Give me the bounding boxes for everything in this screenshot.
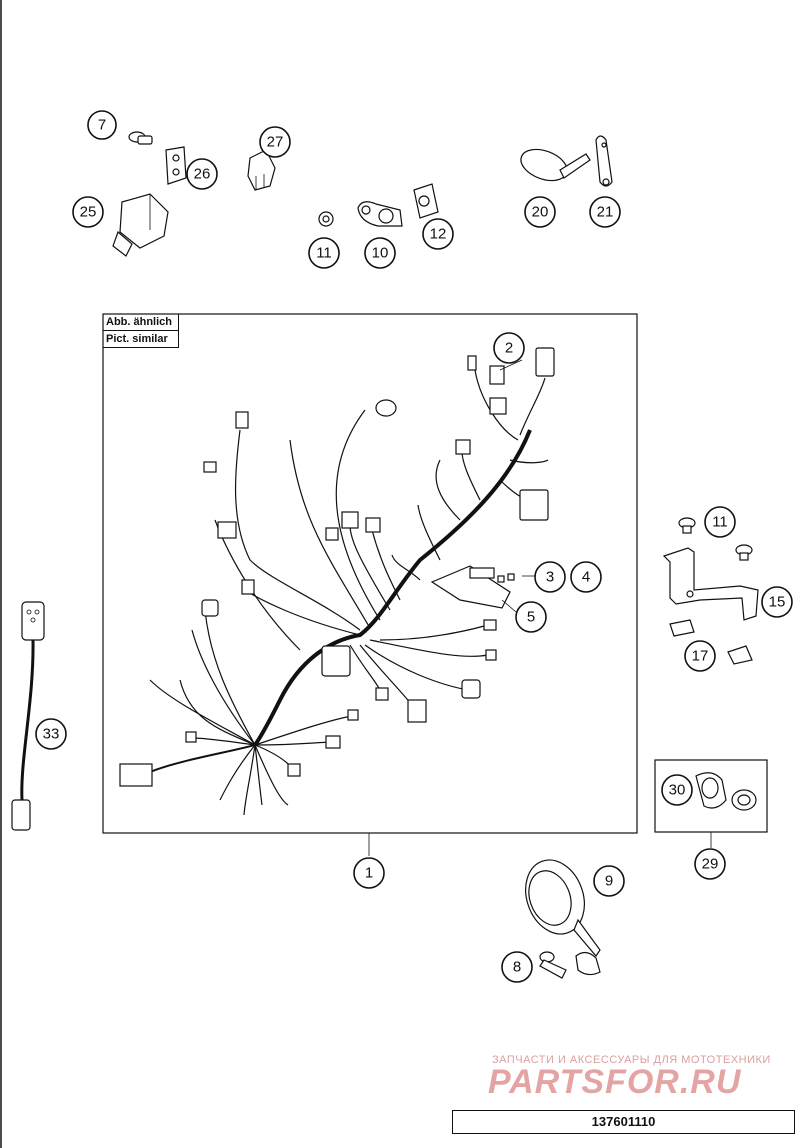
watermark-subtitle: ЗАПЧАСТИ И АКСЕССУАРЫ ДЛЯ МОТОТЕХНИКИ <box>492 1054 771 1066</box>
part-number-box: 137601110 <box>452 1110 795 1134</box>
connector-bottom-left-plug <box>119 763 153 787</box>
callout-8: 8 <box>501 951 533 983</box>
part-33-cable <box>11 601 45 831</box>
callout-11-right-label: 11 <box>712 514 728 531</box>
callout-25-label: 25 <box>80 204 97 221</box>
part-7-screw <box>128 131 153 145</box>
callout-12: 12 <box>422 218 454 250</box>
connector-bottom-mid <box>325 735 341 749</box>
callout-29: 29 <box>694 848 726 880</box>
connector-round <box>375 399 397 417</box>
callout-11-top-label: 11 <box>316 245 332 262</box>
connector-mid <box>455 439 471 455</box>
callout-11-right: 11 <box>704 506 736 538</box>
callout-3-label: 3 <box>546 569 554 586</box>
similar-picture-note: Abb. ähnlich Pict. similar <box>103 314 179 348</box>
connector-small-top <box>467 355 477 371</box>
note-line-german: Abb. ähnlich <box>103 314 179 331</box>
callout-8-label: 8 <box>513 959 521 976</box>
note-line-english: Pict. similar <box>103 331 179 348</box>
callout-7: 7 <box>87 110 117 140</box>
connector-upper-left <box>235 411 249 429</box>
part-25-switch <box>112 193 169 257</box>
watermark-logo: PARTSFOR.RU <box>488 1063 742 1101</box>
callout-30-label: 30 <box>669 782 686 799</box>
connector-top <box>489 365 505 385</box>
callout-26: 26 <box>186 158 218 190</box>
connector-bottom-2 <box>375 687 389 701</box>
wiring-harness <box>119 347 555 856</box>
connector-left-2 <box>241 579 255 595</box>
callout-30: 30 <box>661 774 693 806</box>
part-15-bracket <box>662 517 759 665</box>
callout-17-label: 17 <box>692 648 709 665</box>
callout-4: 4 <box>570 561 602 593</box>
connector-right-block <box>519 489 549 521</box>
part-10-clamp <box>357 201 403 227</box>
callout-3: 3 <box>534 561 566 593</box>
connector-right-2 <box>485 649 497 661</box>
connector-bottom-mid-2 <box>287 763 301 777</box>
callout-17: 17 <box>684 640 716 672</box>
part-9-horn <box>525 859 601 976</box>
callout-29-label: 29 <box>702 856 719 873</box>
part-11-nut <box>318 211 334 227</box>
fuse-box <box>430 565 511 609</box>
callout-5: 5 <box>515 601 547 633</box>
fuse-4 <box>507 573 515 581</box>
fuse-3 <box>497 575 505 583</box>
callout-33-label: 33 <box>43 726 60 743</box>
part-20-cable-tie <box>520 148 591 182</box>
connector-top-2 <box>489 397 507 415</box>
callout-20-label: 20 <box>532 204 549 221</box>
callout-2: 2 <box>493 332 525 364</box>
connector-center-1 <box>341 511 359 529</box>
callout-21-label: 21 <box>597 204 614 221</box>
connector-bottom-right <box>461 679 481 699</box>
connector-bottom-mid-3 <box>347 709 359 721</box>
callout-12-label: 12 <box>430 226 447 243</box>
callout-15: 15 <box>761 586 793 618</box>
connector-center-block <box>321 645 351 677</box>
fuse-holder <box>469 567 495 579</box>
connector-center-2 <box>365 517 381 533</box>
callout-4-label: 4 <box>582 569 590 586</box>
leader-2 <box>499 359 523 371</box>
connector-left-3 <box>201 599 219 617</box>
callout-15-label: 15 <box>769 594 786 611</box>
callout-9-label: 9 <box>605 873 613 890</box>
part-12-clip-nut <box>413 183 439 219</box>
callout-10: 10 <box>364 237 396 269</box>
harness-frame <box>102 313 638 834</box>
callout-21: 21 <box>589 196 621 228</box>
connector-left-small <box>203 461 217 473</box>
callout-26-label: 26 <box>194 166 211 183</box>
connector-top-right <box>535 347 555 377</box>
callout-9: 9 <box>593 865 625 897</box>
connector-center-3 <box>325 527 339 541</box>
callout-20: 20 <box>524 196 556 228</box>
callout-27: 27 <box>259 126 291 158</box>
connector-bottom-left-small <box>185 731 197 743</box>
connector-left-mid <box>217 521 237 539</box>
connector-right-1 <box>483 619 497 631</box>
callout-33: 33 <box>35 718 67 750</box>
callout-7-label: 7 <box>98 117 106 134</box>
leader-5 <box>501 599 517 613</box>
part-21-strap <box>595 135 613 187</box>
callout-1-label: 1 <box>365 865 373 882</box>
part-30-grommets <box>695 772 757 811</box>
callout-5-label: 5 <box>527 609 535 626</box>
callout-25: 25 <box>72 196 104 228</box>
connector-bottom-1 <box>407 699 427 723</box>
callout-1: 1 <box>353 857 385 889</box>
callout-27-label: 27 <box>267 134 284 151</box>
part-26-bracket <box>165 146 187 185</box>
callout-11-top: 11 <box>308 237 340 269</box>
part-8-bolt <box>539 951 567 979</box>
callout-2-label: 2 <box>505 340 513 357</box>
callout-10-label: 10 <box>372 245 389 262</box>
